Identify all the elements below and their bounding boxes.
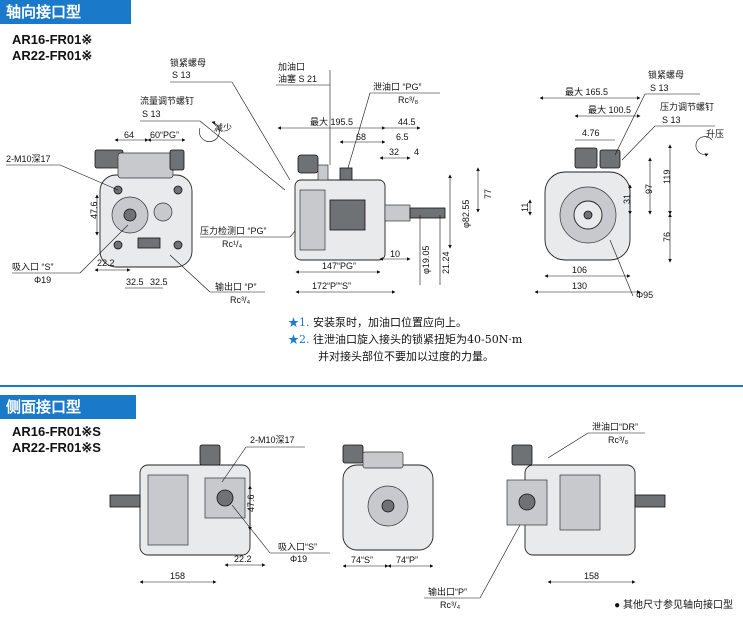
front-view-side [342, 444, 434, 551]
label-pressure-port-size: Rc¹/₄ [222, 239, 242, 249]
side2-dim-47-6: 47.6 [246, 494, 256, 512]
label-lock-nut-right: 锁紧螺母 [648, 69, 684, 80]
dim-47-6: 47.6 [89, 201, 99, 219]
side2-dim-74s: 74“S” [351, 555, 373, 565]
side2-label-inlet-size: Φ19 [290, 554, 307, 564]
section-side-title: 侧面接口型 [0, 395, 136, 419]
label-decrease: 减少 [214, 122, 232, 133]
label-increase: 升压 [706, 129, 724, 139]
dim-max-100: 最大 100.5 [588, 104, 631, 115]
label-fill-port: 加油口 [278, 61, 305, 72]
side2-label-thread-hole: 2-M10深17 [250, 435, 295, 445]
axial-model-2: AR22-FR01※ [12, 48, 93, 63]
dim-32: 32 [389, 147, 399, 157]
side-model-2: AR22-FR01※S [12, 440, 101, 455]
side-model-1: AR16-FR01※S [12, 424, 101, 439]
side2-label-outlet: 输出口“P” [428, 586, 467, 597]
label-lock-nut: 锁紧螺母 [170, 57, 206, 68]
dim-119: 119 [662, 170, 672, 184]
label-flow-adjust-size: S 13 [142, 109, 161, 119]
side2-label-outlet-size: Rc³/₄ [440, 600, 460, 610]
dim-10: 10 [390, 249, 400, 259]
notes-block: ★1. 安装泵时，加油口位置应向上。 ★2. 往泄油口旋入接头的锁紧扭矩为40-… [288, 314, 522, 365]
dim-6-5: 6.5 [396, 132, 409, 142]
dim-97: 97 [644, 184, 654, 194]
dim-172-ps: 172“P”“S” [312, 281, 351, 291]
dim-68: 68 [356, 132, 366, 142]
dim-21-24: 21.24 [441, 251, 451, 274]
front-view-axial [94, 149, 193, 268]
side2-label-drain: 泄油口“DR” [592, 421, 638, 432]
side2-dim-158-b: 158 [584, 571, 599, 581]
dim-106: 106 [572, 265, 587, 275]
axial-model-1: AR16-FR01※ [12, 32, 93, 47]
dim-phi19-05: φ19.05 [421, 246, 431, 274]
note-3: 并对接头部位不要加以过度的力量。 [318, 350, 494, 363]
dim-44-5: 44.5 [398, 117, 416, 127]
dim-max-165: 最大 165.5 [565, 86, 608, 97]
label-inlet: 吸入口 “S” [12, 262, 54, 272]
note-2: ★2. 往泄油口旋入接头的锁紧扭矩为40-50N·m [288, 333, 523, 346]
label-pressure-port: 压力检测口 “PG” [200, 225, 267, 236]
label-outlet-size: Rc³/₄ [230, 295, 250, 305]
label-fill-plug: 油塞 S 21 [278, 73, 317, 84]
section-divider [0, 385, 743, 387]
dim-11: 11 [520, 203, 530, 212]
dim-77: 77 [483, 189, 493, 199]
dim-4: 4 [414, 147, 419, 157]
side2-dim-74p: 74“P” [396, 555, 418, 565]
label-thread-hole: 2-M10深17 [6, 154, 51, 164]
dim-147-pg: 147“PG” [322, 261, 356, 271]
dim-32-5-a: 32.5 [126, 277, 144, 287]
dim-64: 64 [124, 130, 134, 140]
label-outlet: 输出口 “P” [215, 281, 257, 292]
side2-label-drain-size: Rc³/₈ [608, 435, 628, 445]
rear-view-axial [544, 147, 631, 261]
dim-max-195: 最大 195.5 [310, 116, 353, 127]
label-pressure-adjust-size: S 13 [662, 115, 681, 125]
dim-4-76: 4.76 [582, 128, 600, 138]
label-flow-adjust: 流量调节螺钉 [140, 95, 194, 106]
dim-130: 130 [572, 281, 587, 291]
side2-dim-22-2: 22.2 [234, 554, 252, 564]
dim-60pg: 60“PG” [150, 130, 179, 140]
dim-76: 76 [662, 232, 672, 242]
side-view-axial [294, 154, 446, 261]
dim-22-2: 22.2 [97, 258, 115, 268]
label-drain-size: Rc³/₈ [398, 95, 418, 105]
label-pressure-adjust: 压力调节螺钉 [660, 101, 714, 112]
side2-dim-158-a: 158 [170, 571, 185, 581]
dim-32-5-b: 32.5 [150, 277, 168, 287]
footnote: ● 其他尺寸参见轴向接口型 [614, 600, 733, 611]
side2-label-inlet: 吸入口“S” [278, 542, 317, 552]
label-lock-nut-right-size: S 13 [650, 83, 669, 93]
label-phi95: Φ95 [636, 290, 653, 300]
label-drain-port: 泄油口 “PG” [373, 81, 422, 92]
label-inlet-size: Φ19 [34, 275, 51, 285]
label-lock-nut-size: S 13 [172, 70, 191, 80]
section-axial-title: 轴向接口型 [0, 0, 131, 24]
side-view-left [109, 444, 251, 556]
side-view-right [506, 444, 666, 556]
dim-31: 31 [622, 194, 632, 204]
dim-phi82-55: φ82.55 [461, 200, 471, 228]
note-1: ★1. 安装泵时，加油口位置应向上。 [288, 316, 467, 329]
